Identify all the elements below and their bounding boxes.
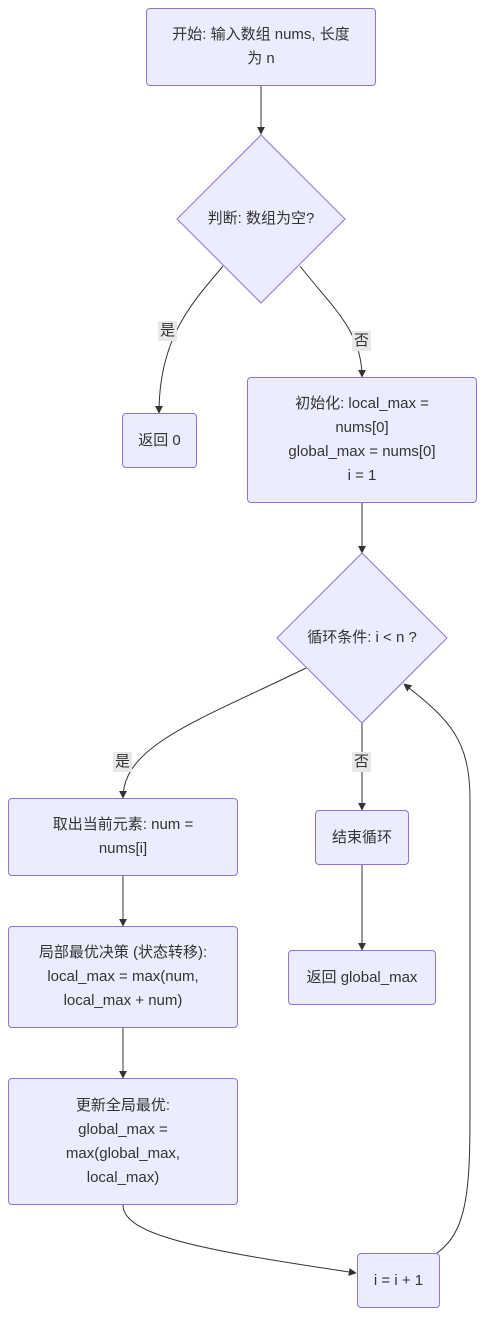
edge-loop-yes-to-take — [119, 667, 307, 799]
edge-check-no-to-init — [299, 265, 366, 378]
init-node: 初始化: local_max = nums[0] global_max = nu… — [247, 377, 477, 503]
edge-increment-back-to-loop — [403, 683, 471, 1254]
edge-update-to-increment — [122, 1204, 357, 1276]
update-global-text: 更新全局最优: global_max = max(global_max, loc… — [65, 1096, 181, 1186]
start-node-text: 开始: 输入数组 nums, 长度 为 n — [172, 26, 350, 67]
edge-label-empty-no: 否 — [352, 331, 372, 351]
edge-label-loop-no: 否 — [352, 752, 372, 772]
return-zero-node: 返回 0 — [122, 413, 197, 468]
edge-label-loop-yes: 是 — [113, 752, 133, 772]
local-decision-text: 局部最优决策 (状态转移): local_max = max(num, loca… — [38, 944, 208, 1009]
end-loop-text: 结束循环 — [331, 828, 392, 846]
end-loop-node: 结束循环 — [315, 810, 409, 865]
return-global-node: 返回 global_max — [288, 950, 436, 1005]
update-global-node: 更新全局最优: global_max = max(global_max, loc… — [8, 1078, 238, 1205]
local-decision-node: 局部最优决策 (状态转移): local_max = max(num, loca… — [8, 926, 238, 1028]
decision-empty-shape — [176, 134, 346, 304]
return-zero-text: 返回 0 — [138, 431, 181, 449]
increment-text: i = i + 1 — [373, 1271, 424, 1289]
edge-label-empty-yes: 是 — [158, 321, 178, 341]
return-global-text: 返回 global_max — [306, 968, 418, 986]
decision-loop-shape — [276, 552, 448, 724]
init-node-text: 初始化: local_max = nums[0] global_max = nu… — [288, 395, 436, 484]
take-current-node: 取出当前元素: num = nums[i] — [8, 798, 238, 876]
edge-check-yes-to-return-zero — [155, 265, 224, 414]
increment-node: i = i + 1 — [357, 1253, 440, 1308]
take-current-text: 取出当前元素: num = nums[i] — [52, 816, 194, 857]
start-node: 开始: 输入数组 nums, 长度 为 n — [146, 8, 376, 86]
